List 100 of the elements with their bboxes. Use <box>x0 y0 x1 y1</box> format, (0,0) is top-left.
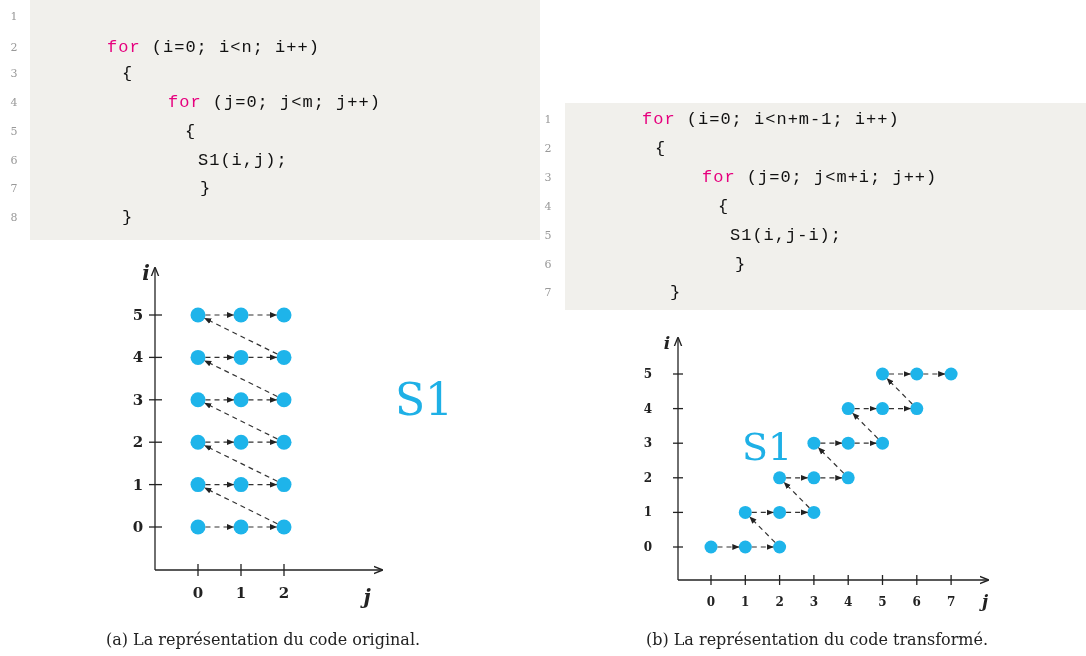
code-line: S1(i,j-i); <box>730 226 843 244</box>
code-line: { <box>655 139 667 157</box>
axis-label: i <box>663 334 671 352</box>
tick-label: 4 <box>132 349 144 365</box>
arrow <box>247 354 278 361</box>
iteration-point <box>233 477 249 493</box>
line-number: 6 <box>10 154 18 166</box>
line-number: 2 <box>10 41 18 53</box>
line-number: 3 <box>544 171 552 183</box>
line-number: 3 <box>10 67 18 79</box>
iteration-point <box>876 367 889 381</box>
code-line: for (j=0; j<m; j++) <box>168 93 381 111</box>
arrow <box>751 544 774 550</box>
arrow <box>817 447 845 474</box>
tick-label: 5 <box>878 596 887 608</box>
iteration-point <box>276 392 292 408</box>
iteration-point <box>807 505 821 519</box>
tick-label: 3 <box>643 437 653 450</box>
code-line: } <box>122 208 134 226</box>
line-number: 2 <box>544 142 552 154</box>
statement-label: S1 <box>394 378 454 422</box>
arrow <box>749 516 776 543</box>
iteration-point <box>910 402 924 416</box>
line-number: 1 <box>544 113 552 125</box>
iteration-point <box>233 349 249 365</box>
tick-label: 4 <box>643 402 653 415</box>
line-number: 5 <box>544 229 552 241</box>
statement-label: S1 <box>741 428 793 466</box>
iteration-point <box>876 402 889 416</box>
arrow <box>819 474 843 481</box>
tick-label: 0 <box>192 585 204 601</box>
iteration-point <box>738 540 752 554</box>
arrow <box>204 439 235 446</box>
arrow <box>204 312 235 318</box>
arrow <box>247 312 278 318</box>
arrow <box>204 396 235 403</box>
tick-label: 3 <box>132 392 144 408</box>
line-number: 7 <box>544 286 552 298</box>
tick-label: 0 <box>643 541 653 553</box>
arrow <box>247 524 278 530</box>
line-number: 4 <box>544 200 552 212</box>
iteration-point <box>807 436 821 450</box>
arrow <box>888 371 911 377</box>
iteration-point <box>190 434 206 450</box>
tick-label: 1 <box>132 477 144 493</box>
arrow <box>716 544 740 550</box>
tick-label: 0 <box>132 519 144 535</box>
tick-label: 1 <box>235 585 247 601</box>
iteration-point <box>910 367 924 381</box>
tick-label: 6 <box>912 596 921 608</box>
axis-label: i <box>142 263 150 283</box>
code-line: } <box>200 179 212 197</box>
tick-label: 2 <box>643 471 653 484</box>
iteration-point <box>841 436 855 450</box>
line-number: 4 <box>10 96 18 108</box>
iteration-point <box>738 505 752 519</box>
arrow <box>922 371 946 377</box>
tick-label: 0 <box>706 596 716 608</box>
iteration-point <box>276 349 292 365</box>
axis-label: j <box>981 592 989 610</box>
arrow <box>247 439 278 446</box>
arrow <box>204 360 278 398</box>
iteration-point <box>276 519 292 535</box>
arrow <box>785 474 809 481</box>
arrow <box>204 524 235 530</box>
line-number: 8 <box>10 211 18 223</box>
line-number: 6 <box>544 258 552 270</box>
iteration-point <box>773 505 787 519</box>
arrow <box>783 481 810 509</box>
tick-label: 7 <box>946 596 956 608</box>
arrow <box>204 402 278 440</box>
iteration-point <box>190 519 206 535</box>
arrow <box>204 317 278 355</box>
tick-label: 4 <box>844 596 853 608</box>
tick-label: 1 <box>741 596 750 608</box>
arrow <box>852 412 879 440</box>
iteration-point <box>807 471 821 485</box>
arrow <box>204 481 235 488</box>
code-line: { <box>718 197 730 215</box>
iteration-point <box>233 307 249 323</box>
iteration-point <box>190 349 206 365</box>
arrow <box>888 405 911 412</box>
code-line: for (i=0; i<n+m-1; i++) <box>642 110 900 128</box>
arrow <box>204 444 278 482</box>
iteration-point <box>841 471 855 485</box>
iteration-point <box>233 519 249 535</box>
arrow <box>247 396 278 403</box>
arrow <box>819 440 843 447</box>
iteration-point <box>233 392 249 408</box>
tick-label: 5 <box>643 368 653 380</box>
iteration-point <box>276 477 292 493</box>
tick-label: 5 <box>132 307 144 323</box>
iteration-point <box>773 540 787 554</box>
iteration-point <box>876 436 889 450</box>
tick-label: 3 <box>809 596 819 608</box>
arrow <box>204 487 278 525</box>
tick-label: 2 <box>278 585 290 601</box>
iteration-point <box>190 392 206 408</box>
iteration-point <box>276 434 292 450</box>
arrow <box>751 509 774 516</box>
